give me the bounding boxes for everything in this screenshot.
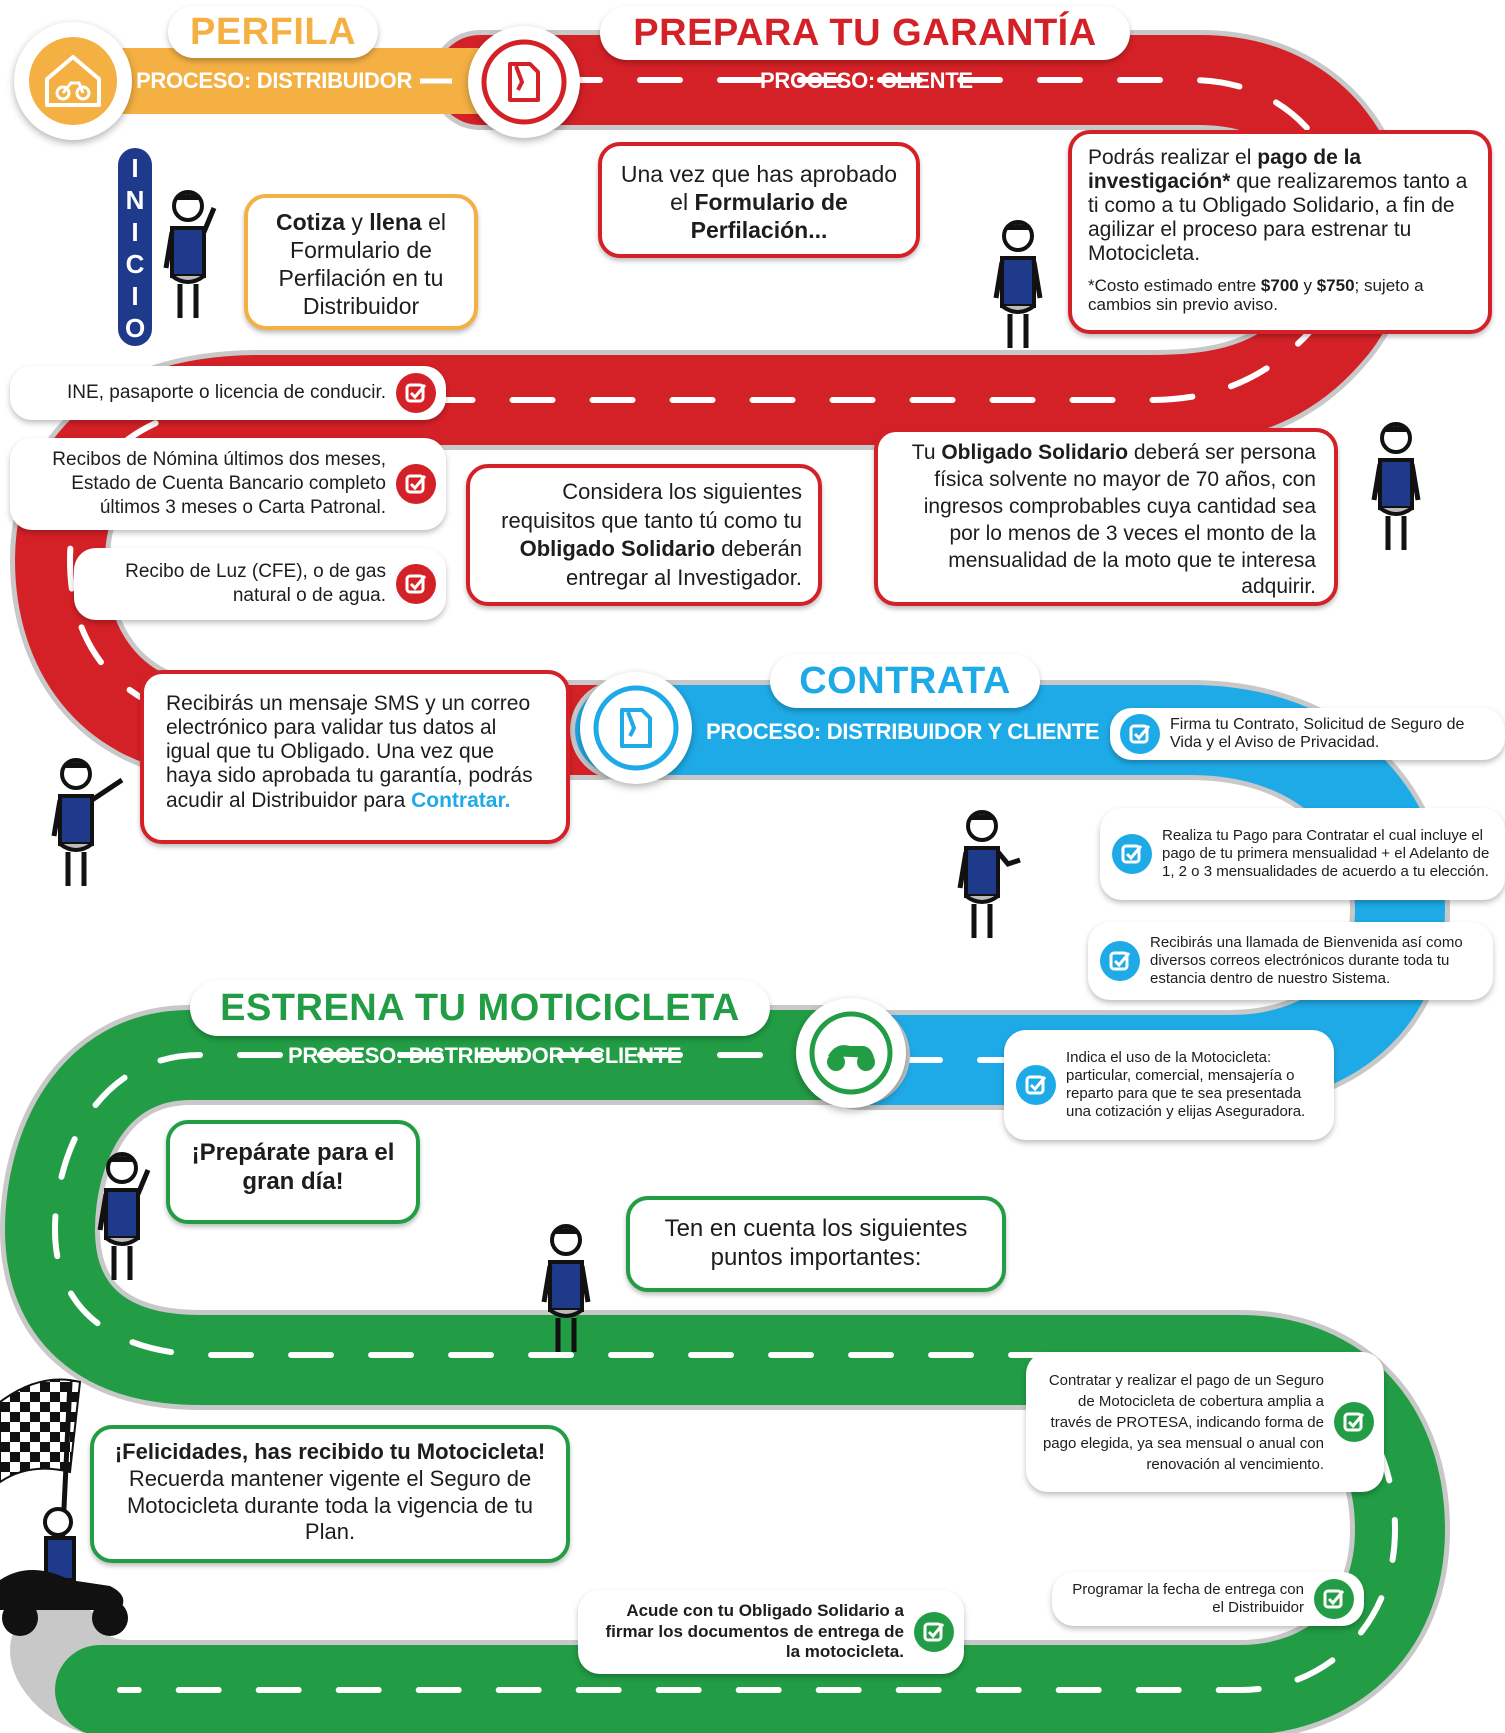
bubble-felicidades-text: Recuerda mantener vigente el Seguro de M… [126, 1465, 534, 1545]
stage-title-contrata: CONTRATA [770, 654, 1040, 708]
bubble-cotiza-text-2: el Formulario de Perfilación en tu Distr… [278, 209, 446, 320]
person-icon [163, 190, 217, 318]
bubble-sms: Recibirás un mensaje SMS y un correo ele… [140, 670, 570, 844]
contrata-step: Firma tu Contrato, Solicitud de Seguro d… [1110, 708, 1505, 760]
estrena-step: Contratar y realizar el pago de un Segur… [1026, 1352, 1384, 1492]
bubble-ten-en-cuenta-text: Ten en cuenta los siguientes puntos impo… [664, 1215, 968, 1272]
process-label-prepara: PROCESO: CLIENTE [760, 68, 973, 93]
requirement-item: Recibos de Nómina últimos dos meses, Est… [10, 438, 446, 530]
contrata-step: Recibirás una llamada de Bienvenida así … [1088, 922, 1493, 1000]
bubble-considera-text-1: Considera los siguientes requisitos que … [501, 479, 802, 533]
bubble-una-vez-bold: Formulario de Perfilación... [690, 189, 848, 244]
cost-note-text-2: y [1298, 275, 1317, 295]
estrena-step: Acude con tu Obligado Solidario a firmar… [578, 1590, 964, 1674]
bubble-una-vez: Una vez que has aprobado el Formulario d… [598, 142, 920, 258]
inicio-label: INICIO [118, 148, 152, 346]
bubble-sms-bold: Contratar. [411, 788, 511, 812]
process-label-estrena: PROCESO: DISTRIBUIDOR Y CLIENTE [288, 1043, 682, 1068]
person-icon [51, 758, 124, 886]
check-icon [396, 464, 436, 504]
bubble-cotiza-bold-2: llena [369, 209, 422, 235]
bubble-pago-text-2: que realizaremos tanto a ti como a tu Ob… [1088, 169, 1468, 265]
process-label-contrata: PROCESO: DISTRIBUIDOR Y CLIENTE [706, 719, 1100, 744]
motorcycle-rider-icon [0, 1507, 128, 1636]
cost-note: *Costo estimado entre $700 y $750; sujet… [1088, 276, 1472, 315]
bubble-preparate: ¡Prepárate para el gran día! [166, 1120, 420, 1224]
contrata-step-text: Firma tu Contrato, Solicitud de Seguro d… [1170, 715, 1465, 751]
bubble-una-vez-text: Una vez que has aprobado el [620, 161, 898, 216]
person-icon [957, 810, 1021, 938]
stage-title-prepara: PREPARA TU GARANTÍA [600, 6, 1130, 60]
bubble-felicidades-bold: ¡Felicidades, has recibido tu Motociclet… [114, 1439, 546, 1464]
check-icon [1334, 1402, 1374, 1442]
requirement-text: Recibo de Luz (CFE), o de gas natural o … [125, 561, 386, 606]
check-icon [1100, 941, 1140, 981]
person-icon [993, 220, 1043, 348]
requirement-item: Recibo de Luz (CFE), o de gas natural o … [74, 548, 446, 620]
contrata-step-text: Indica el uso de la Motocicleta: particu… [1066, 1049, 1306, 1120]
contrata-step: Realiza tu Pago para Contratar el cual i… [1100, 808, 1505, 900]
cost-note-max: $750 [1316, 275, 1355, 295]
bubble-pago-bold: pago de la investigación* [1088, 146, 1362, 193]
person-icon [97, 1152, 151, 1280]
bubble-felicidades: ¡Felicidades, has recibido tu Motociclet… [90, 1425, 570, 1563]
inicio-text: INICIO [125, 153, 146, 343]
document-signature-icon [468, 26, 580, 138]
bubble-preparate-text: ¡Prepárate para el gran día! [191, 1139, 395, 1196]
house-motorcycle-icon [14, 22, 132, 140]
bubble-pago-text-1: Podrás realizar el [1088, 146, 1258, 169]
bubble-obligado-text-1: Tu [911, 441, 942, 464]
estrena-step: Programar la fecha de entrega con el Dis… [1052, 1572, 1364, 1626]
bubble-sms-text: Recibirás un mensaje SMS y un correo ele… [166, 692, 533, 812]
contrata-step: Indica el uso de la Motocicleta: particu… [1004, 1030, 1334, 1140]
check-icon [396, 564, 436, 604]
bubble-cotiza: Cotiza y llena el Formulario de Perfilac… [244, 194, 478, 330]
bubble-considera: Considera los siguientes requisitos que … [466, 464, 822, 606]
contrata-step-text: Realiza tu Pago para Contratar el cual i… [1162, 827, 1490, 880]
bubble-cotiza-bold-1: Cotiza [276, 209, 345, 235]
motorcycle-icon [796, 998, 906, 1108]
requirement-item: INE, pasaporte o licencia de conducir. [10, 366, 446, 420]
requirement-text: Recibos de Nómina últimos dos meses, Est… [52, 449, 386, 518]
process-label-perfila: PROCESO: DISTRIBUIDOR [136, 68, 413, 93]
bubble-considera-text-2: deberán entregar al Investigador. [565, 536, 802, 590]
estrena-step-text: Contratar y realizar el pago de un Segur… [1042, 1371, 1324, 1473]
estrena-step-text: Programar la fecha de entrega con el Dis… [1072, 1581, 1304, 1616]
bubble-obligado-solidario: Tu Obligado Solidario deberá ser persona… [874, 428, 1338, 606]
bubble-considera-bold: Obligado Solidario [519, 536, 716, 562]
check-icon [1112, 834, 1152, 874]
bubble-obligado-text-2: deberá ser persona física solvente no ma… [923, 441, 1316, 599]
contrata-step-text: Recibirás una llamada de Bienvenida así … [1150, 934, 1463, 987]
check-icon [1120, 714, 1160, 754]
cost-note-min: $700 [1260, 275, 1299, 295]
person-icon [1371, 422, 1421, 550]
cost-note-text-3: ; sujeto a cambios sin previo aviso. [1088, 275, 1424, 315]
bubble-obligado-bold: Obligado Solidario [941, 441, 1129, 464]
bubble-cotiza-text-1: y [345, 209, 370, 235]
document-signature-icon [580, 672, 692, 784]
stage-title-estrena: ESTRENA TU MOTICICLETA [190, 980, 770, 1036]
requirement-text: INE, pasaporte o licencia de conducir. [67, 382, 386, 404]
estrena-step-text: Acude con tu Obligado Solidario a firmar… [605, 1601, 904, 1662]
cost-note-text-1: *Costo estimado entre [1088, 275, 1261, 295]
check-icon [1314, 1579, 1354, 1619]
check-icon [1016, 1065, 1056, 1105]
person-icon [541, 1224, 591, 1352]
check-icon [396, 373, 436, 413]
bubble-ten-en-cuenta: Ten en cuenta los siguientes puntos impo… [626, 1196, 1006, 1292]
check-icon [914, 1612, 954, 1652]
checkered-flag-icon [0, 1378, 82, 1593]
stage-title-perfila: PERFILA [168, 6, 378, 58]
bubble-pago-investigacion: Podrás realizar el pago de la investigac… [1068, 130, 1492, 334]
